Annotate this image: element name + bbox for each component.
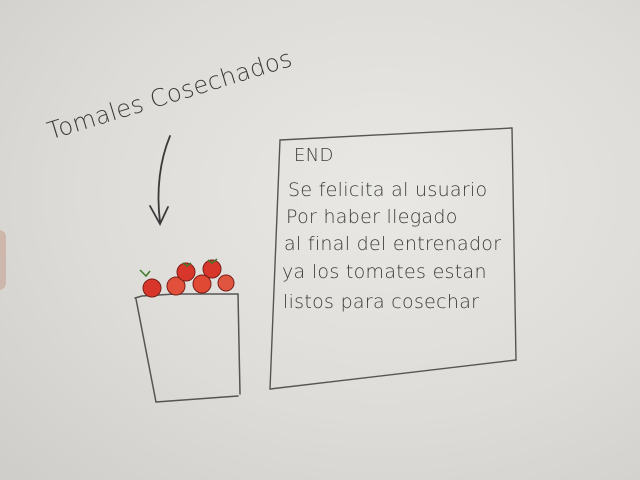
basket-icon [134, 293, 241, 403]
note-line: al final del entrenador [284, 233, 502, 255]
note-line: ya los tomates estan [282, 261, 487, 283]
finger-edge [0, 230, 6, 290]
down-arrow-icon [149, 135, 171, 226]
note-line: Se felicita al usuario [288, 179, 488, 201]
note-line: listos para cosechar [283, 291, 480, 313]
note-box [269, 127, 517, 390]
note-line: Por haber llegado [286, 206, 458, 228]
tomato-icon [139, 258, 235, 298]
note-title: END [294, 145, 334, 166]
